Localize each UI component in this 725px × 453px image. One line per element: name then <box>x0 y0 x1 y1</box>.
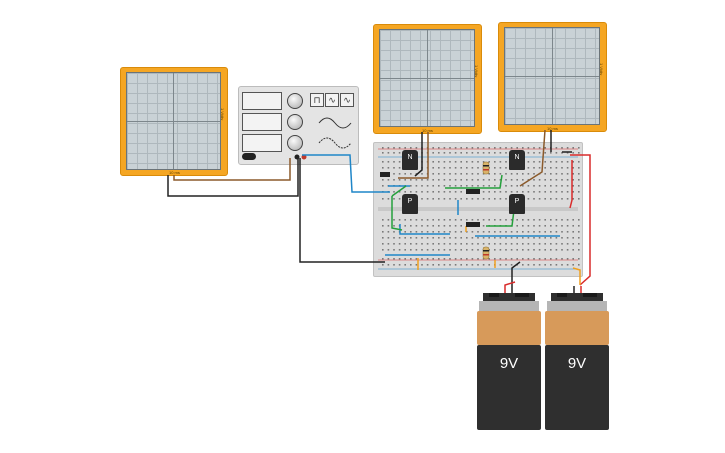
square-wave-button[interactable]: ⊓ <box>310 93 324 107</box>
battery-icon <box>545 291 609 430</box>
transistor-type-label: P <box>514 198 520 205</box>
frequency-display <box>242 92 282 110</box>
transistor-q1[interactable]: N <box>402 150 418 170</box>
oscilloscope-left[interactable]: 1 V/div 10 ms <box>120 67 228 176</box>
oscilloscope-time-label: 10 ms <box>422 128 433 133</box>
function-generator[interactable]: ⊓ ∿ ∿ <box>238 86 359 165</box>
oscilloscope-scale-label: 1 V/div <box>220 108 225 121</box>
transistor-q4[interactable]: P <box>509 194 525 214</box>
oscilloscope-scale-label: 1 V/div <box>474 65 479 78</box>
amplitude-knob[interactable] <box>287 114 303 130</box>
oscilloscope-scale-label: 1 V/div <box>599 63 604 76</box>
battery-9v-left[interactable]: 9V <box>477 291 541 430</box>
offset-display <box>242 134 282 152</box>
oscilloscope-time-label: 10 ms <box>169 170 180 175</box>
transistor-type-label: N <box>514 154 520 161</box>
transistor-q3[interactable]: N <box>509 150 525 170</box>
power-switch[interactable] <box>242 153 256 160</box>
battery-9v-right[interactable]: 9V <box>545 291 609 430</box>
resistor-icon <box>482 246 490 260</box>
oscilloscope-time-label: 10 ms <box>547 126 558 131</box>
transistor-type-label: N <box>407 154 413 161</box>
sine-wave-button[interactable]: ∿ <box>340 93 354 107</box>
battery-label: 9V <box>499 355 519 372</box>
offset-knob[interactable] <box>287 135 303 151</box>
transistor-type-label: P <box>407 198 413 205</box>
battery-label: 9V <box>567 355 587 372</box>
frequency-knob[interactable] <box>287 93 303 109</box>
oscilloscope-middle[interactable]: 1 V/div 10 ms <box>373 24 482 134</box>
triangle-wave-button[interactable]: ∿ <box>325 93 339 107</box>
amplitude-display <box>242 113 282 131</box>
transistor-q2[interactable]: P <box>402 194 418 214</box>
waveform-preview-icon <box>318 117 352 149</box>
oscilloscope-screen <box>379 29 475 127</box>
oscilloscope-right[interactable]: 1 V/div 10 ms <box>498 22 607 132</box>
oscilloscope-screen <box>126 72 221 170</box>
resistor-icon <box>482 161 490 175</box>
battery-icon <box>477 291 541 430</box>
oscilloscope-screen <box>504 27 600 125</box>
